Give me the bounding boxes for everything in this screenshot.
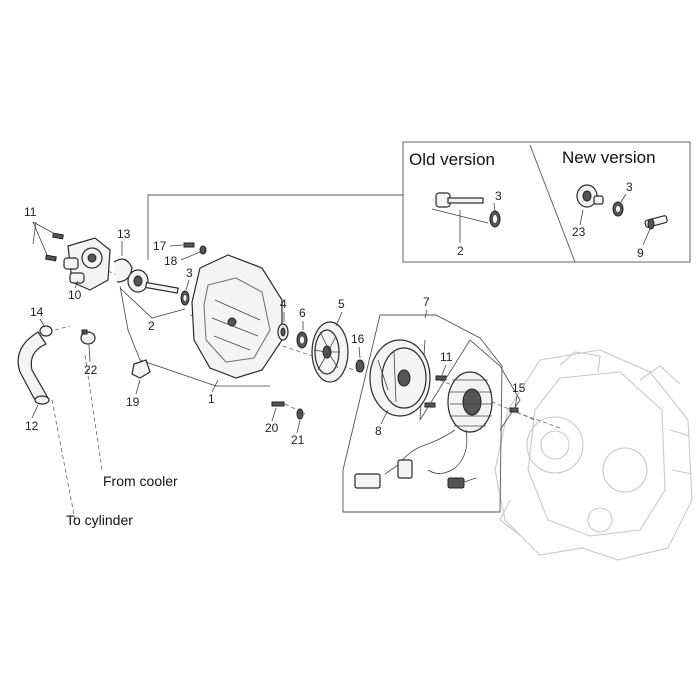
pump-screw-top <box>52 232 64 240</box>
pump-gasket <box>113 258 133 283</box>
cover-washer <box>199 245 207 255</box>
callout-4: 4 <box>280 297 287 311</box>
impeller-shaft <box>127 269 179 294</box>
version-inset: Old version New version 3 2 23 3 <box>402 141 691 263</box>
callout-6: 6 <box>299 306 306 320</box>
callout-5: 5 <box>338 297 345 311</box>
callout-17: 17 <box>153 239 167 253</box>
callout-7: 7 <box>423 295 430 309</box>
callout-10: 10 <box>68 288 82 302</box>
water-pump-housing <box>63 237 111 291</box>
to-cylinder-label: To cylinder <box>66 512 133 528</box>
old-pump-shaft <box>431 192 489 224</box>
callout-3-new: 3 <box>626 180 633 194</box>
coolant-hose <box>17 331 50 405</box>
bearing <box>277 323 289 341</box>
callout-3: 3 <box>186 266 193 280</box>
callout-23: 23 <box>572 225 586 239</box>
flywheel-rotor <box>369 339 431 417</box>
new-seal-ring <box>612 201 624 217</box>
hose-clamp-lower <box>80 329 96 345</box>
pump-screw-bottom <box>45 254 57 262</box>
callout-18: 18 <box>164 254 178 268</box>
callout-8: 8 <box>375 424 382 438</box>
callout-11: 11 <box>24 205 37 219</box>
cover-screw <box>183 242 195 248</box>
callout-11-stator: 11 <box>440 350 453 364</box>
shaft-seal <box>180 290 190 306</box>
callout-13: 13 <box>117 227 131 241</box>
callout-19: 19 <box>126 395 140 409</box>
callout-22: 22 <box>84 363 98 377</box>
callout-20: 20 <box>265 421 279 435</box>
callout-2: 2 <box>148 319 155 333</box>
callout-16: 16 <box>351 332 365 346</box>
callout-3-old: 3 <box>495 189 502 203</box>
stator <box>447 371 493 433</box>
callout-12: 12 <box>25 419 39 433</box>
wiring-harness <box>354 429 477 489</box>
from-cooler-label: From cooler <box>103 473 178 489</box>
callout-15: 15 <box>512 381 526 395</box>
cooling-fan <box>311 321 349 383</box>
stator-screw-upper <box>435 375 447 381</box>
old-seal-ring <box>489 210 501 228</box>
oil-seal <box>296 331 308 349</box>
callout-9: 9 <box>637 246 644 260</box>
new-version-label: New version <box>562 148 656 167</box>
hose-clamp-upper <box>39 325 53 337</box>
cable-clip <box>131 359 151 379</box>
callout-14: 14 <box>30 305 44 319</box>
callout-21: 21 <box>291 433 305 447</box>
new-pump-shaft <box>644 215 668 230</box>
lower-washer <box>296 408 304 420</box>
new-impeller-shaft <box>576 184 604 208</box>
flywheel-nut <box>355 359 365 373</box>
lower-screw <box>271 401 285 407</box>
engine-crankcase-ghost <box>494 349 693 561</box>
stator-screw-lower <box>424 402 436 408</box>
old-version-label: Old version <box>409 150 495 169</box>
stator-pin <box>509 407 519 413</box>
callout-1: 1 <box>208 392 215 406</box>
assembly-guide-lines <box>51 194 561 521</box>
callout-2-old: 2 <box>457 244 464 258</box>
flywheel-cover <box>191 254 283 379</box>
